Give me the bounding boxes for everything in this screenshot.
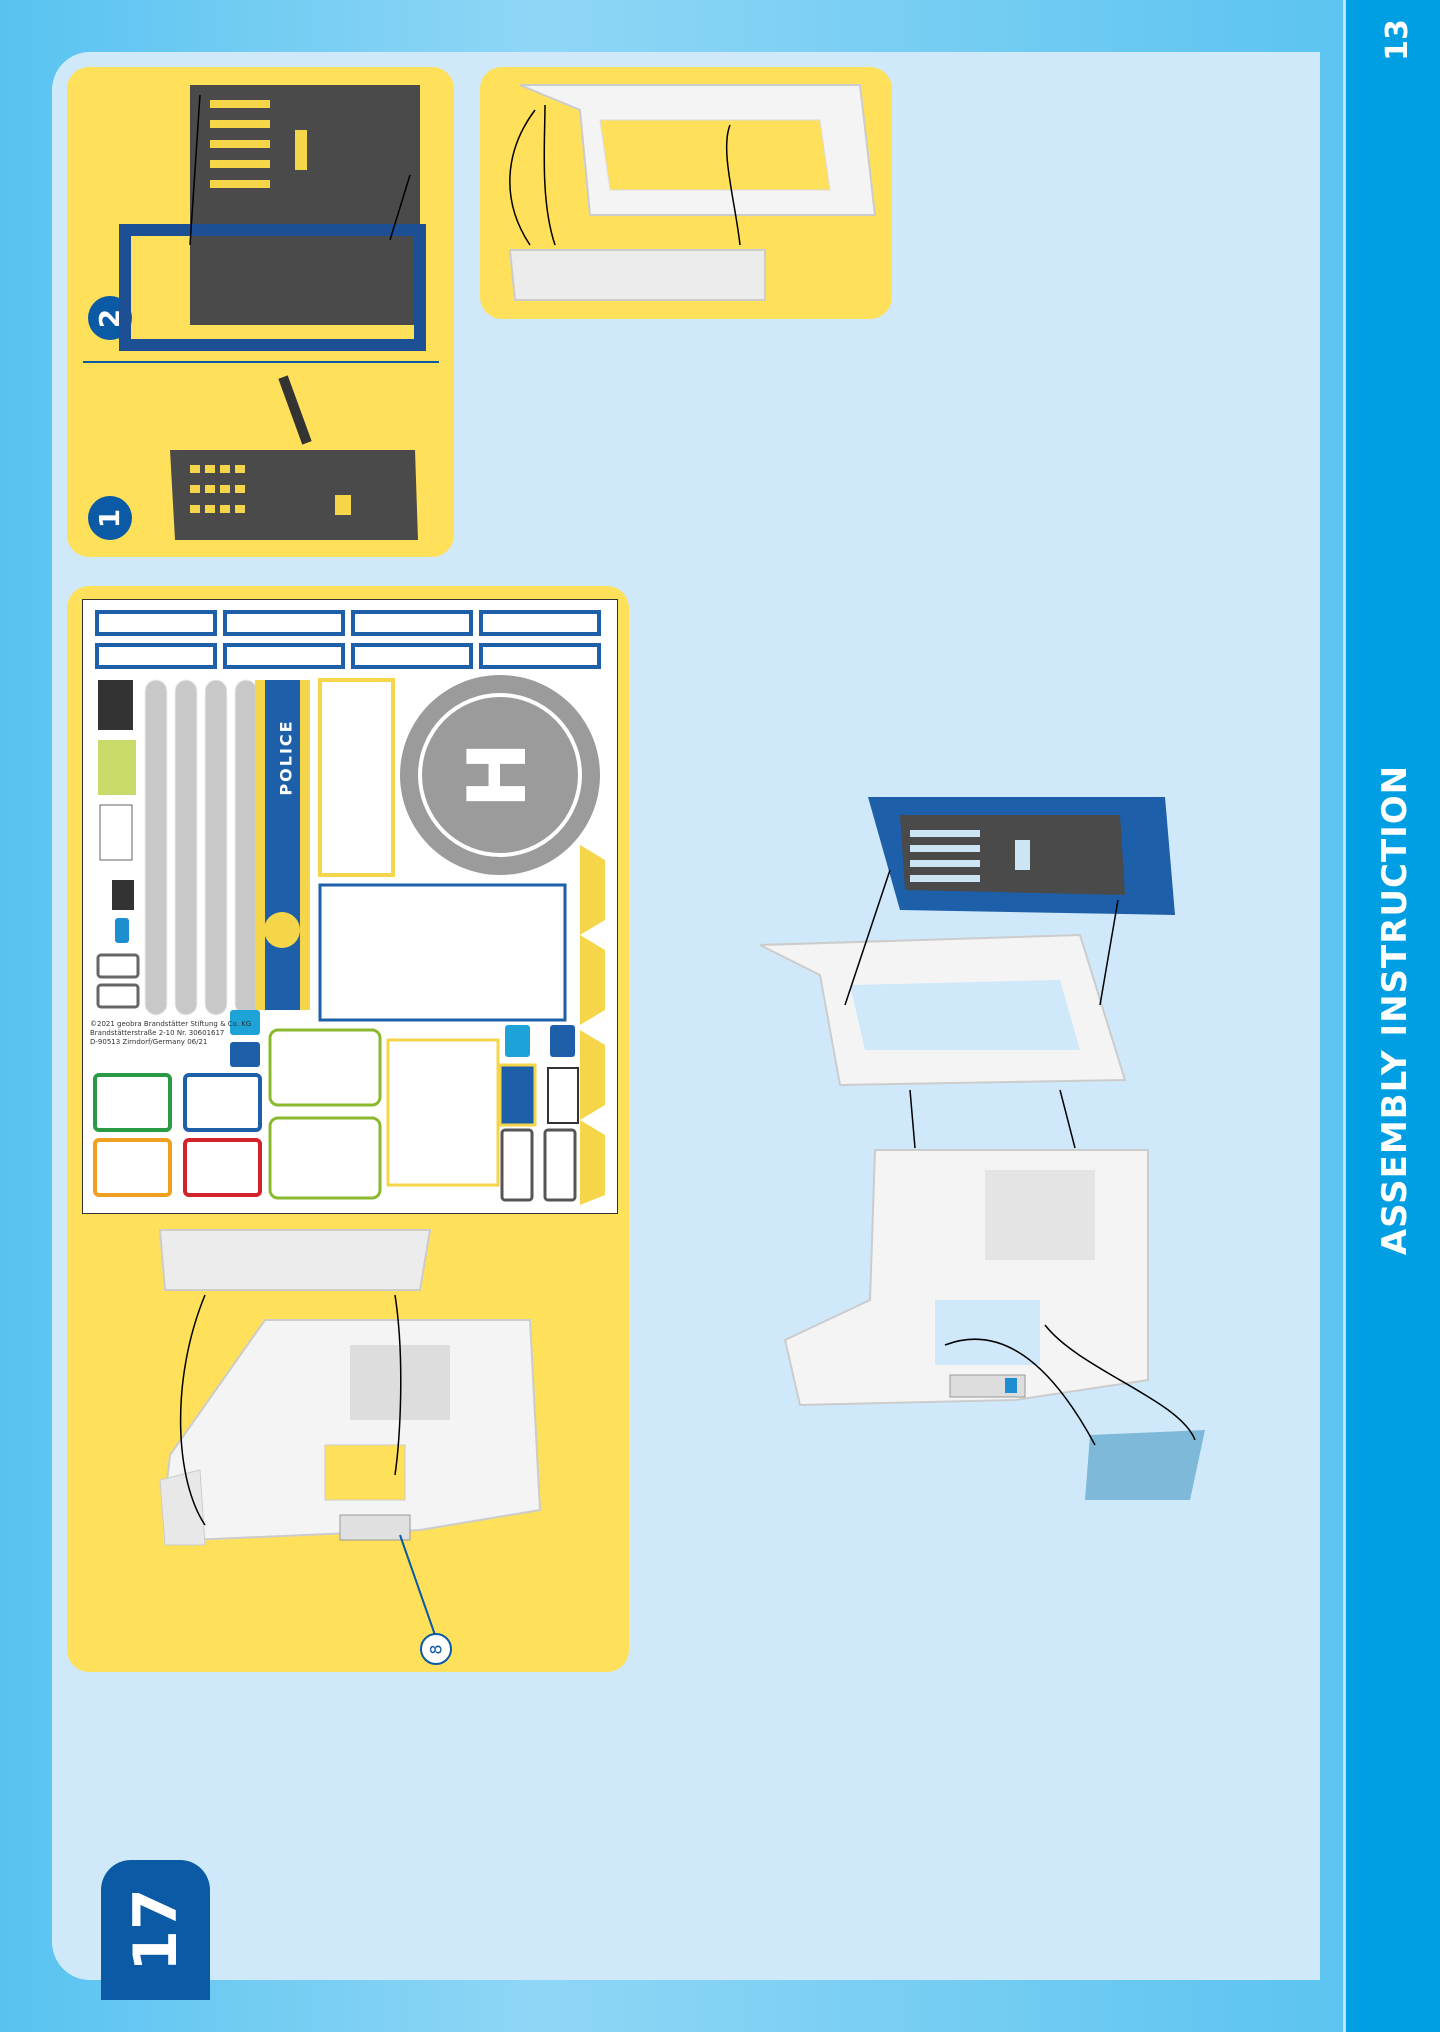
main-assembly-illustration	[759, 797, 1205, 1500]
frame-clip-illustration	[508, 84, 877, 301]
sidebar	[1343, 0, 1440, 2032]
building-part-illustration	[158, 1229, 542, 1636]
sticker-callout-8: 8	[420, 1633, 452, 1665]
page-number: 13	[1380, 19, 1415, 61]
keypad-panel-illustration	[119, 85, 426, 540]
section-title: ASSEMBLY INSTRUCTION	[1375, 764, 1415, 1256]
substep-divider	[83, 361, 439, 363]
substep-1-badge: 1	[88, 496, 132, 540]
svg-text:H: H	[451, 742, 544, 809]
step-number-tab: 17	[101, 1860, 210, 2000]
copyright-text: ©2021 geobra Brandstätter Stiftung & Co.…	[90, 1020, 252, 1046]
police-sticker-label: POLICE	[276, 719, 296, 796]
sticker-sheet-graphics: H	[93, 610, 605, 1205]
